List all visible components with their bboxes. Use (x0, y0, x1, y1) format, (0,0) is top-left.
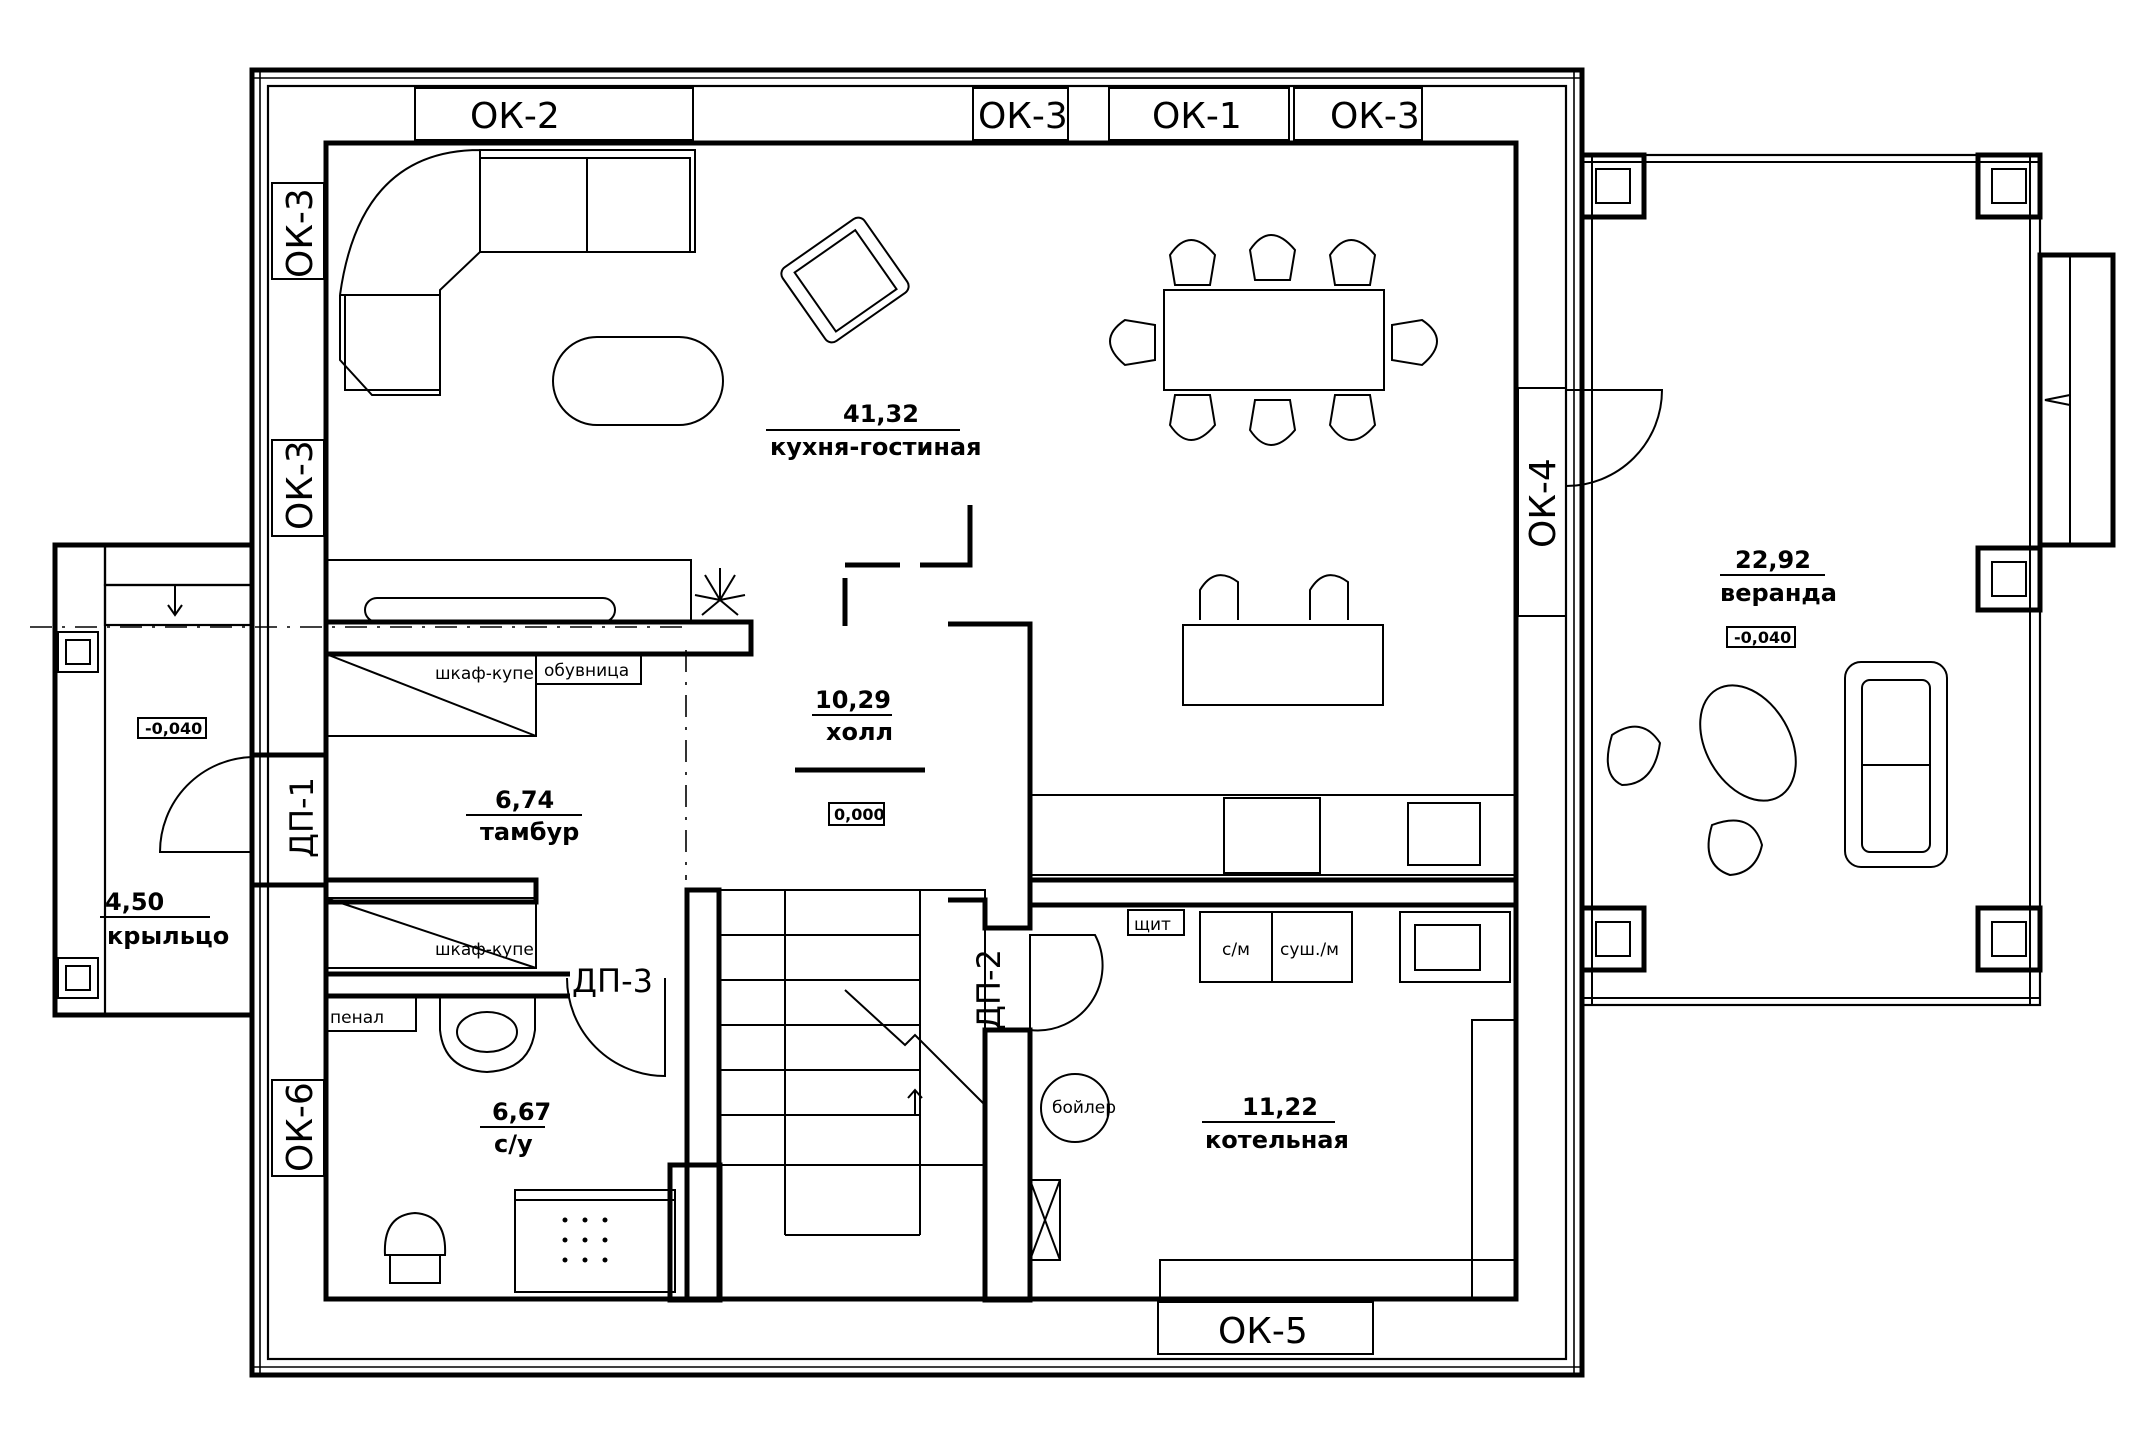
wardrobe-label: шкаф-купе (435, 664, 534, 684)
bathroom: пенал ДП-3 6,67 с/у (325, 962, 676, 1293)
hall: 10,29 холл 0,000 (718, 686, 986, 1236)
brick-cladding (252, 70, 1582, 1375)
window-label: ОК-5 (1218, 1311, 1308, 1352)
window-label: ОК-1 (1152, 96, 1242, 137)
panel-label: щит (1134, 915, 1171, 935)
level-mark: -0,040 (145, 719, 202, 738)
drain-dots (562, 1217, 608, 1263)
room-area: 41,32 (843, 400, 919, 428)
porch-area: 4,50 (105, 888, 164, 916)
staircase (718, 889, 986, 1236)
door-label: ДП-2 (970, 949, 1008, 1030)
porch-name: крыльцо (107, 922, 229, 950)
room-area: 10,29 (815, 686, 891, 714)
window-label: ОК-3 (1330, 96, 1420, 137)
window-label: ОК-3 (978, 96, 1068, 137)
boiler-door-swing (1029, 934, 1104, 1032)
toilet-icon (383, 1211, 447, 1284)
room-area: 6,74 (495, 786, 554, 814)
corner-sofa (339, 149, 696, 396)
room-name: кухня-гостиная (770, 433, 982, 461)
veranda-area: 22,92 (1735, 546, 1811, 574)
level-mark: 0,000 (834, 805, 885, 824)
bathroom-door-swing (566, 977, 666, 1078)
room-name: с/у (494, 1130, 533, 1158)
dryer-label: суш./м (1280, 940, 1339, 960)
room-name: холл (826, 718, 893, 746)
porch: ДП-1 -0,040 4,50 крыльцо (52, 542, 321, 1018)
cabinet-label: пенал (330, 1008, 384, 1028)
room-area: 11,22 (1242, 1093, 1318, 1121)
exterior-walls (249, 67, 1585, 1378)
boiler-room: щит с/м суш./м бойлер ДП-2 11,22 котельн… (970, 909, 1517, 1301)
veranda-door-swing (1565, 389, 1664, 488)
room-name: котельная (1205, 1126, 1349, 1154)
window-label: ОК-3 (280, 440, 321, 530)
kitchen-living-room: 41,32 кухня-гостиная (325, 149, 1517, 876)
plant-icon (694, 568, 746, 616)
shoe-rack-label: обувница (544, 661, 629, 681)
boiler-label: бойлер (1052, 1098, 1116, 1118)
door-label: ДП-3 (572, 962, 653, 1000)
level-mark: -0,040 (1734, 628, 1791, 647)
room-area: 6,67 (492, 1098, 551, 1126)
veranda-name: веранда (1720, 579, 1837, 607)
window-label: ОК-3 (280, 188, 321, 278)
windows: ОК-2 ОК-3 ОК-1 ОК-3 ОК-3 ОК-3 ОК-6 ОК-5 … (271, 87, 1664, 1355)
washer-label: с/м (1222, 940, 1250, 960)
entrance-door-swing (158, 755, 253, 853)
veranda: -0,040 22,92 веранда (1579, 152, 2116, 1007)
window-label: ОК-6 (280, 1082, 321, 1172)
boiler-icon (1040, 1073, 1110, 1143)
window-label: ОК-2 (470, 96, 560, 137)
wardrobe-label: шкаф-купе (435, 940, 534, 960)
vestibule: шкаф-купе обувница шкаф-купе 6,74 тамбур (325, 653, 642, 969)
sink-icon (439, 994, 536, 1074)
window-label: ОК-4 (1523, 458, 1564, 548)
door-label: ДП-1 (283, 777, 321, 858)
room-name: тамбур (480, 818, 579, 846)
